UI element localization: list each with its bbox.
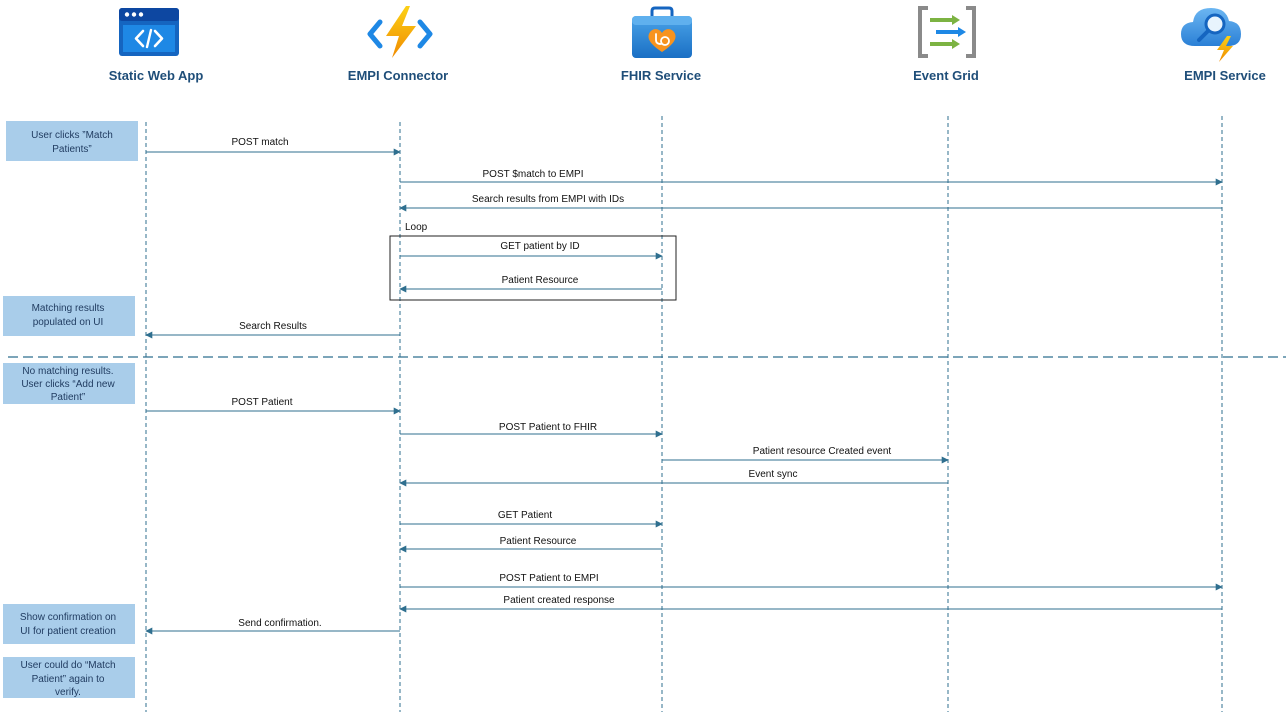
loop-frame xyxy=(389,235,677,301)
message-post-match: POST match xyxy=(146,137,401,156)
message-search-results: Search Results xyxy=(145,321,400,339)
message-post-patient: POST Patient xyxy=(146,397,401,415)
message-search-results-from-empi: Search results from EMPI with IDs xyxy=(399,194,1222,212)
svg-text:GET patient by ID: GET patient by ID xyxy=(500,241,579,252)
medical-bag-icon xyxy=(632,6,692,58)
svg-text:Search results from EMPI with: Search results from EMPI with IDs xyxy=(472,194,624,205)
svg-text:Patient resource Created event: Patient resource Created event xyxy=(753,446,892,457)
participant-label-empi-connector: EMPI Connector xyxy=(348,68,448,83)
message-patient-created-response: Patient created response xyxy=(399,595,1222,613)
event-arrows-icon xyxy=(918,6,976,58)
cloud-search-icon xyxy=(1181,8,1241,62)
svg-text:POST Patient to FHIR: POST Patient to FHIR xyxy=(499,422,597,433)
message-send-confirmation: Send confirmation. xyxy=(145,618,400,635)
loop-label: Loop xyxy=(405,222,428,233)
participant-label-event-grid: Event Grid xyxy=(913,68,979,83)
svg-text:GET Patient: GET Patient xyxy=(498,510,553,521)
svg-text:POST match: POST match xyxy=(231,137,288,148)
svg-text:Patient Resource: Patient Resource xyxy=(500,536,577,547)
participant-label-fhir-service: FHIR Service xyxy=(621,68,701,83)
note-no-matching-results: No matching results.User clicks “Add new… xyxy=(3,363,135,404)
participant-label-static-web-app: Static Web App xyxy=(109,68,204,83)
lightning-function-icon xyxy=(367,6,433,58)
svg-text:POST $match to EMPI: POST $match to EMPI xyxy=(483,169,584,180)
svg-text:Send confirmation.: Send confirmation. xyxy=(238,618,321,629)
participant-label-empi-service: EMPI Service xyxy=(1184,68,1266,83)
message-post-patient-to-fhir: POST Patient to FHIR xyxy=(400,422,663,438)
svg-text:Search Results: Search Results xyxy=(239,321,307,332)
svg-text:POST Patient to EMPI: POST Patient to EMPI xyxy=(499,573,598,584)
svg-text:Patient Resource: Patient Resource xyxy=(502,275,579,286)
message-get-patient-by-id: GET patient by ID xyxy=(400,241,663,260)
svg-text:POST Patient: POST Patient xyxy=(232,397,293,408)
message-post-patient-to-empi: POST Patient to EMPI xyxy=(400,573,1223,591)
svg-text:Event sync: Event sync xyxy=(749,469,798,480)
message-patient-resource: Patient Resource xyxy=(399,536,662,553)
svg-text:Patient created response: Patient created response xyxy=(503,595,615,606)
message-patient-resource-created-event: Patient resource Created event xyxy=(662,446,949,464)
svg-text:No matching results.User click: No matching results.User clicks “Add new… xyxy=(21,366,115,403)
message-post-match-to-empi: POST $match to EMPI xyxy=(400,169,1223,186)
message-event-sync: Event sync xyxy=(399,469,948,487)
code-window-icon xyxy=(119,8,179,56)
message-get-patient: GET Patient xyxy=(400,510,663,528)
message-patient-resource-loop: Patient Resource xyxy=(399,275,662,293)
